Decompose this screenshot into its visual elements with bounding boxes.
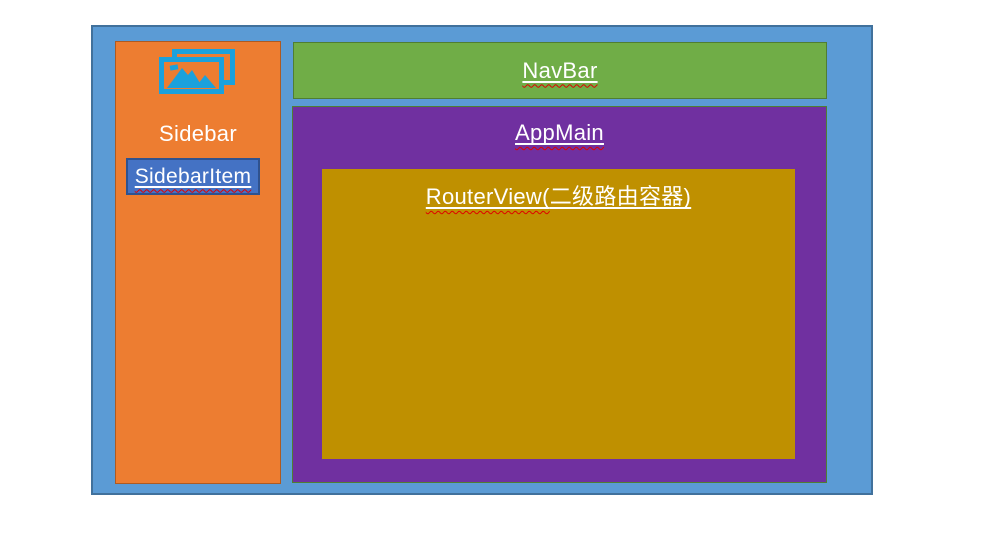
navbar-label-text: NavBar	[522, 57, 598, 83]
navbar-label: NavBar	[522, 58, 597, 84]
sidebar-item-label: SidebarItem	[135, 164, 252, 190]
navbar-box: NavBar	[293, 42, 827, 99]
photos-icon	[157, 47, 239, 95]
appmain-label: AppMain	[292, 120, 827, 146]
sidebar-label: Sidebar	[115, 121, 281, 147]
sidebar-item-box: SidebarItem	[126, 158, 260, 195]
sidebar-item-label-text: SidebarItem	[134, 164, 252, 188]
routerview-label-latin: RouterView(	[425, 184, 550, 209]
routerview-box	[322, 169, 795, 459]
routerview-label-cjk: 二级路由容器)	[549, 184, 692, 209]
sidebar-box	[115, 41, 281, 484]
sidebar-label-text: Sidebar	[159, 121, 237, 146]
appmain-label-text: AppMain	[515, 120, 604, 145]
routerview-label: RouterView(二级路由容器)	[322, 184, 795, 210]
